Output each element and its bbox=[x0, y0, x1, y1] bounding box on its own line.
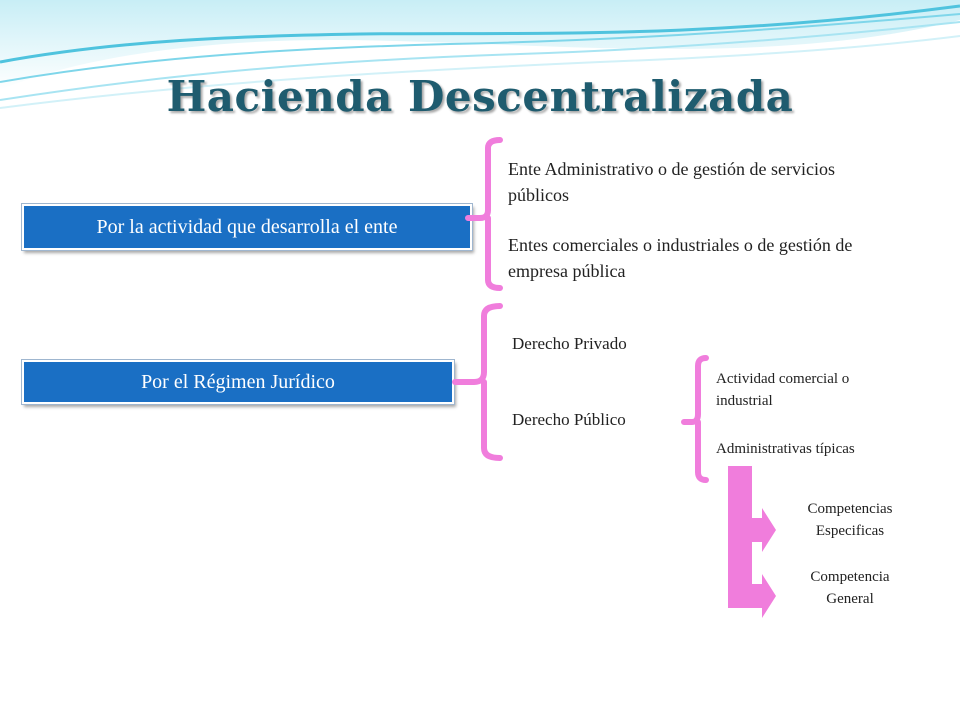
category-box-actividad: Por la actividad que desarrolla el ente bbox=[22, 204, 472, 250]
branch-entes-comerciales: Entes comerciales o industriales o de ge… bbox=[508, 235, 853, 281]
bracket-regimen bbox=[452, 303, 503, 461]
branch-actividad-comercial: Actividad comercial o industrial bbox=[716, 371, 850, 409]
branch-competencia-general: Competencia General bbox=[810, 569, 890, 607]
bent-arrow-general bbox=[728, 542, 776, 618]
slide-title: Hacienda Descentralizada bbox=[166, 72, 794, 121]
bracket-actividad bbox=[465, 137, 503, 291]
branch-ente-administrativo: Ente Administrativo o de gestión de serv… bbox=[508, 159, 835, 205]
branch-administrativas-tipicas: Administrativas típicas bbox=[716, 441, 855, 457]
bracket-publico bbox=[681, 355, 709, 483]
bent-arrow-especificas bbox=[728, 466, 776, 552]
category-box-regimen: Por el Régimen Jurídico bbox=[22, 360, 454, 404]
branch-derecho-privado: Derecho Privado bbox=[512, 334, 627, 353]
branch-derecho-publico: Derecho Público bbox=[512, 410, 626, 429]
branch-competencias-especificas: Competencias Especificas bbox=[807, 501, 893, 539]
decorative-wave-header bbox=[0, 0, 960, 130]
